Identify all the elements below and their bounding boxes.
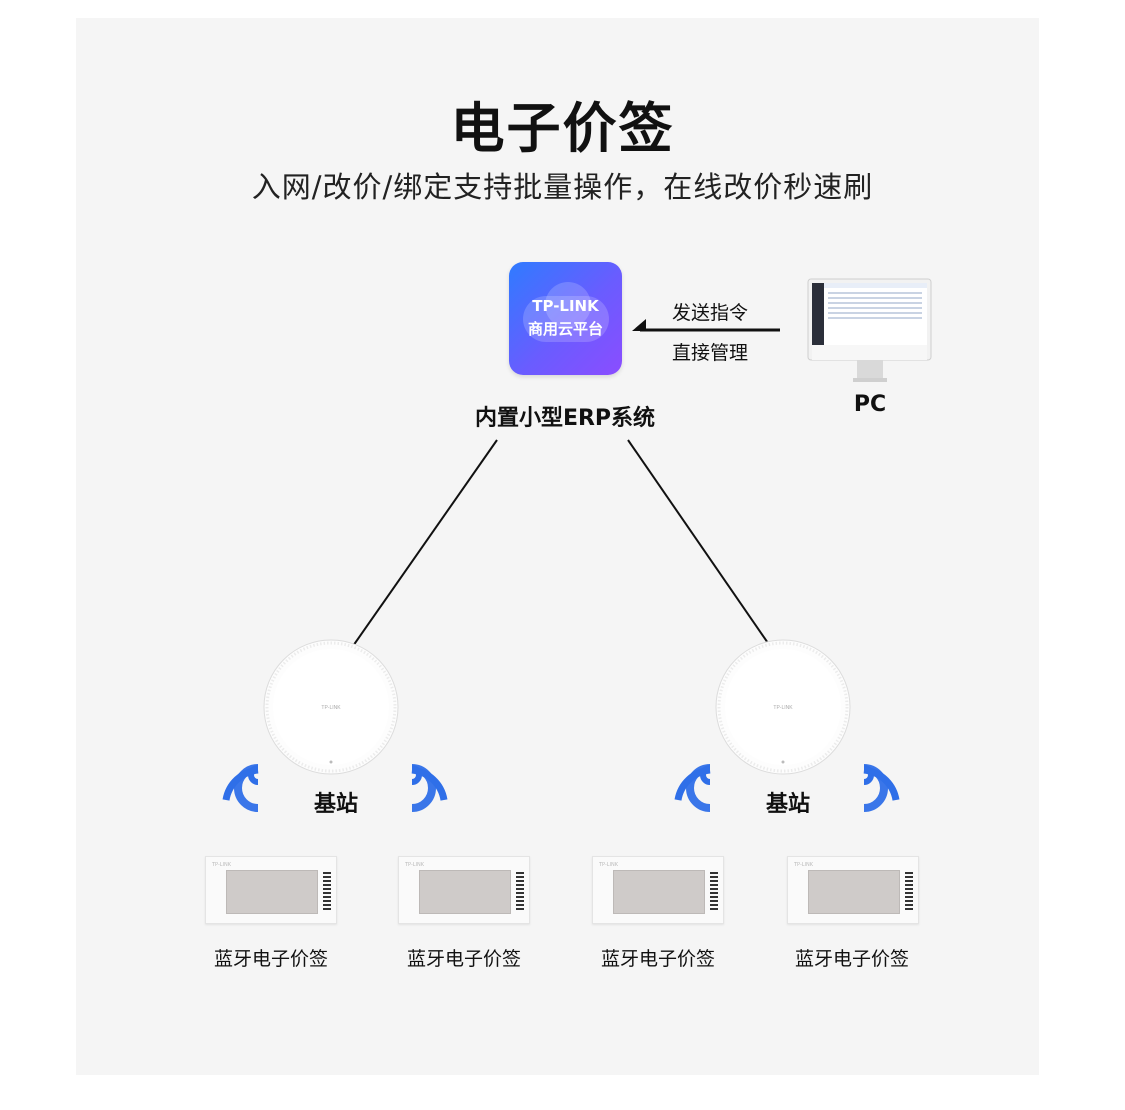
base-station-right-device: TP-LINK xyxy=(715,639,851,775)
arrow-pc-to-cloud xyxy=(632,319,780,332)
signal-left-of-station-left-icon xyxy=(222,764,259,812)
shelf-label-device-2: TP-LINK xyxy=(398,856,530,924)
svg-text:TP-LINK: TP-LINK xyxy=(321,705,341,711)
cloud-platform-icon: TP-LINK 商用云平台 xyxy=(509,262,622,375)
page-title: 电子价签 xyxy=(450,97,675,160)
signal-right-of-station-right-icon xyxy=(863,764,900,812)
link-cloud-to-station-right xyxy=(627,439,771,647)
erp-caption: 内置小型ERP系统 xyxy=(474,406,656,431)
shelf-label-device-1: TP-LINK xyxy=(205,856,337,924)
cloud-platform-brand: TP-LINK xyxy=(532,297,599,315)
pc-monitor-icon xyxy=(807,278,932,382)
signal-left-of-station-right-icon xyxy=(674,764,711,812)
link-cloud-to-station-left xyxy=(352,439,498,647)
shelf-label-device-3: TP-LINK xyxy=(592,856,724,924)
shelf-label-caption-2: 蓝牙电子价签 xyxy=(406,948,521,970)
signal-right-of-station-left-icon xyxy=(411,764,448,812)
cloud-platform-name: 商用云平台 xyxy=(527,320,603,338)
base-station-left-device: TP-LINK xyxy=(263,639,399,775)
shelf-label-device-4: TP-LINK xyxy=(787,856,919,924)
svg-text:TP-LINK: TP-LINK xyxy=(773,705,793,711)
base-station-left-label: 基站 xyxy=(313,792,358,817)
command-label-manage: 直接管理 xyxy=(671,342,748,364)
shelf-label-caption-1: 蓝牙电子价签 xyxy=(213,948,328,970)
base-station-right-label: 基站 xyxy=(765,792,810,817)
page-subtitle: 入网/改价/绑定支持批量操作，在线改价秒速刷 xyxy=(251,170,874,204)
pc-label: PC xyxy=(853,392,887,417)
command-label-send: 发送指令 xyxy=(671,302,748,324)
shelf-label-caption-3: 蓝牙电子价签 xyxy=(600,948,715,970)
shelf-label-caption-4: 蓝牙电子价签 xyxy=(794,948,909,970)
